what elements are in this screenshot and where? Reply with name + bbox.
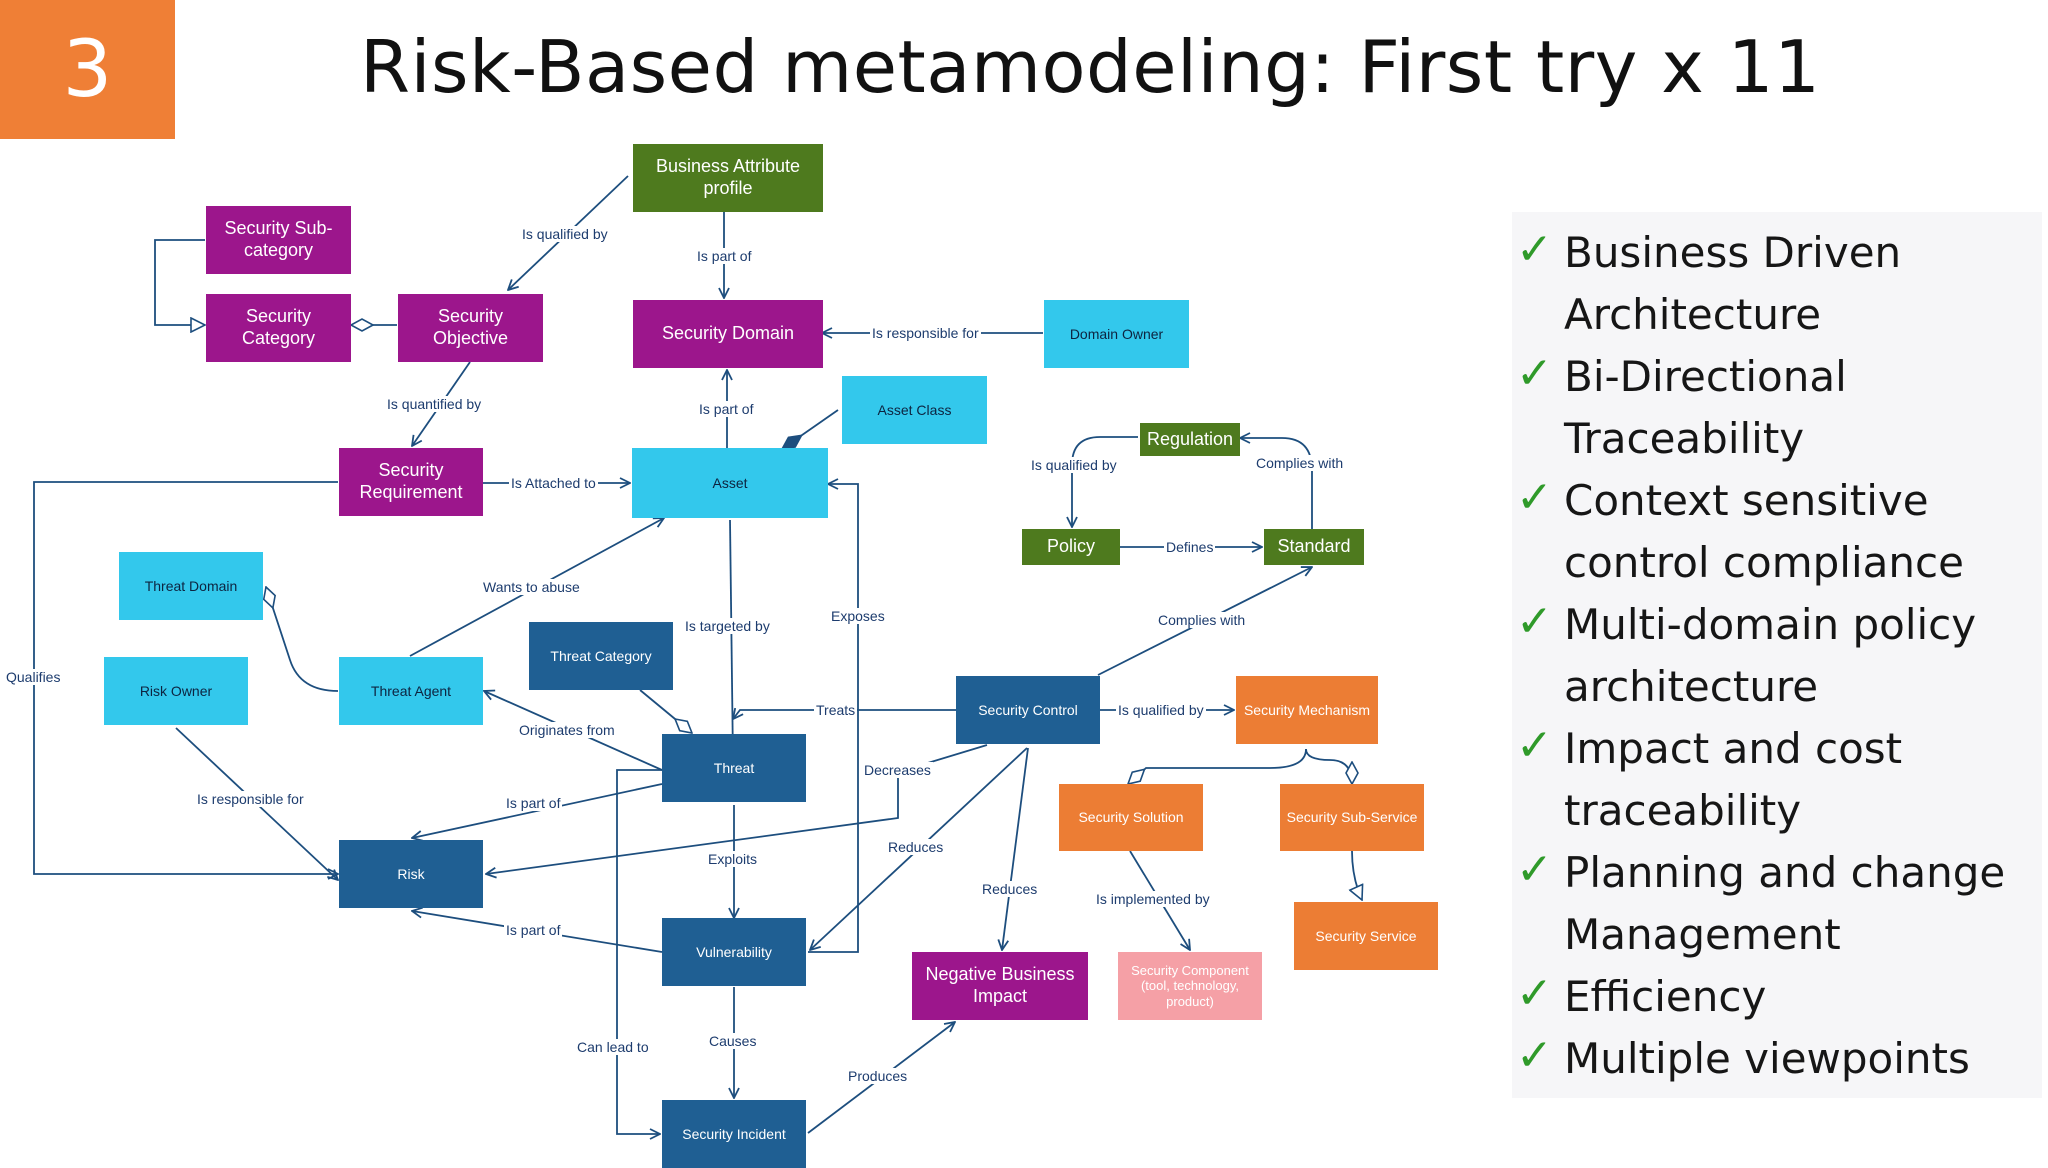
label-produces: Produces: [846, 1068, 910, 1084]
label-qualifies: Qualifies: [4, 669, 63, 685]
node-business-attribute-profile: Business Attribute profile: [633, 144, 823, 212]
benefit-item: ✓ Impact and cost traceability: [1516, 720, 1903, 835]
node-domain-owner: Domain Owner: [1044, 300, 1189, 368]
benefit-item: ✓ Planning and change Management: [1516, 844, 2006, 959]
node-security-subservice: Security Sub-Service: [1280, 784, 1424, 851]
label-can-lead-to: Can lead to: [575, 1039, 651, 1055]
checkmark-icon: ✓: [1516, 844, 1553, 895]
label-is-part-of: Is part of: [504, 922, 563, 938]
benefit-item: ✓ Multiple viewpoints: [1516, 1030, 1970, 1083]
label-is-part-of: Is part of: [504, 795, 563, 811]
node-security-service: Security Service: [1294, 902, 1438, 970]
label-exploits: Exploits: [706, 851, 760, 867]
checkmark-icon: ✓: [1516, 1030, 1553, 1081]
node-security-category: Security Category: [206, 294, 351, 362]
label-wants-to-abuse: Wants to abuse: [481, 579, 582, 595]
node-security-requirement: Security Requirement: [339, 448, 483, 516]
node-security-incident: Security Incident: [662, 1100, 806, 1168]
benefit-item: ✓ Bi-Directional Traceability: [1516, 348, 1847, 463]
node-risk-owner: Risk Owner: [104, 657, 248, 725]
label-exposes: Exposes: [829, 608, 887, 624]
node-security-control: Security Control: [956, 676, 1100, 744]
label-is-responsible-for: Is responsible for: [195, 791, 306, 807]
node-security-subcategory: Security Sub-category: [206, 206, 351, 274]
label-is-responsible-for: Is responsible for: [870, 325, 981, 341]
node-security-solution: Security Solution: [1059, 784, 1203, 851]
benefit-item: ✓ Context sensitive control compliance: [1516, 472, 1964, 587]
label-is-quantified-by: Is quantified by: [385, 396, 484, 412]
node-standard: Standard: [1264, 529, 1364, 565]
node-security-component: Security Component (tool, technology, pr…: [1118, 952, 1262, 1020]
node-regulation: Regulation: [1140, 423, 1240, 456]
node-negative-business-impact: Negative Business Impact: [912, 952, 1088, 1020]
checkmark-icon: ✓: [1516, 224, 1553, 275]
node-security-objective: Security Objective: [398, 294, 543, 362]
label-is-qualified-by: Is qualified by: [1029, 457, 1119, 473]
label-is-implemented-by: Is implemented by: [1094, 891, 1212, 907]
benefit-item: ✓ Business Driven Architecture: [1516, 224, 1902, 339]
node-security-domain: Security Domain: [633, 300, 823, 368]
slide-title: Risk-Based metamodeling: First try x 11: [360, 25, 1821, 109]
slide-number: 3: [0, 0, 175, 139]
label-originates-from: Originates from: [517, 722, 617, 738]
checkmark-icon: ✓: [1516, 968, 1553, 1019]
node-threat-agent: Threat Agent: [339, 657, 483, 725]
node-threat: Threat: [662, 734, 806, 802]
node-asset-class: Asset Class: [842, 376, 987, 444]
benefit-item: ✓ Efficiency: [1516, 968, 1767, 1021]
node-policy: Policy: [1022, 529, 1120, 565]
label-causes: Causes: [707, 1033, 759, 1049]
label-is-part-of: Is part of: [697, 401, 756, 417]
node-risk: Risk: [339, 840, 483, 908]
label-is-attached-to: Is Attached to: [509, 475, 598, 491]
label-complies-with: Complies with: [1156, 612, 1248, 628]
checkmark-icon: ✓: [1516, 720, 1553, 771]
checkmark-icon: ✓: [1516, 348, 1553, 399]
node-threat-category: Threat Category: [529, 622, 673, 690]
node-threat-domain: Threat Domain: [119, 552, 263, 620]
benefit-item: ✓ Multi-domain policy architecture: [1516, 596, 1977, 711]
label-decreases: Decreases: [862, 762, 933, 778]
label-is-targeted-by: Is targeted by: [683, 618, 772, 634]
label-reduces: Reduces: [886, 839, 946, 855]
label-defines: Defines: [1164, 539, 1216, 555]
benefits-panel: ✓ Business Driven Architecture ✓ Bi-Dire…: [1512, 212, 2042, 1098]
label-is-qualified-by: Is qualified by: [520, 226, 610, 242]
label-complies-with: Complies with: [1254, 455, 1346, 471]
label-reduces: Reduces: [980, 881, 1040, 897]
label-is-qualified-by: Is qualified by: [1116, 702, 1206, 718]
node-security-mechanism: Security Mechanism: [1236, 676, 1378, 744]
label-treats: Treats: [814, 702, 858, 718]
checkmark-icon: ✓: [1516, 472, 1553, 523]
node-asset: Asset: [632, 448, 828, 518]
checkmark-icon: ✓: [1516, 596, 1553, 647]
node-vulnerability: Vulnerability: [662, 918, 806, 986]
label-is-part-of: Is part of: [695, 248, 754, 264]
